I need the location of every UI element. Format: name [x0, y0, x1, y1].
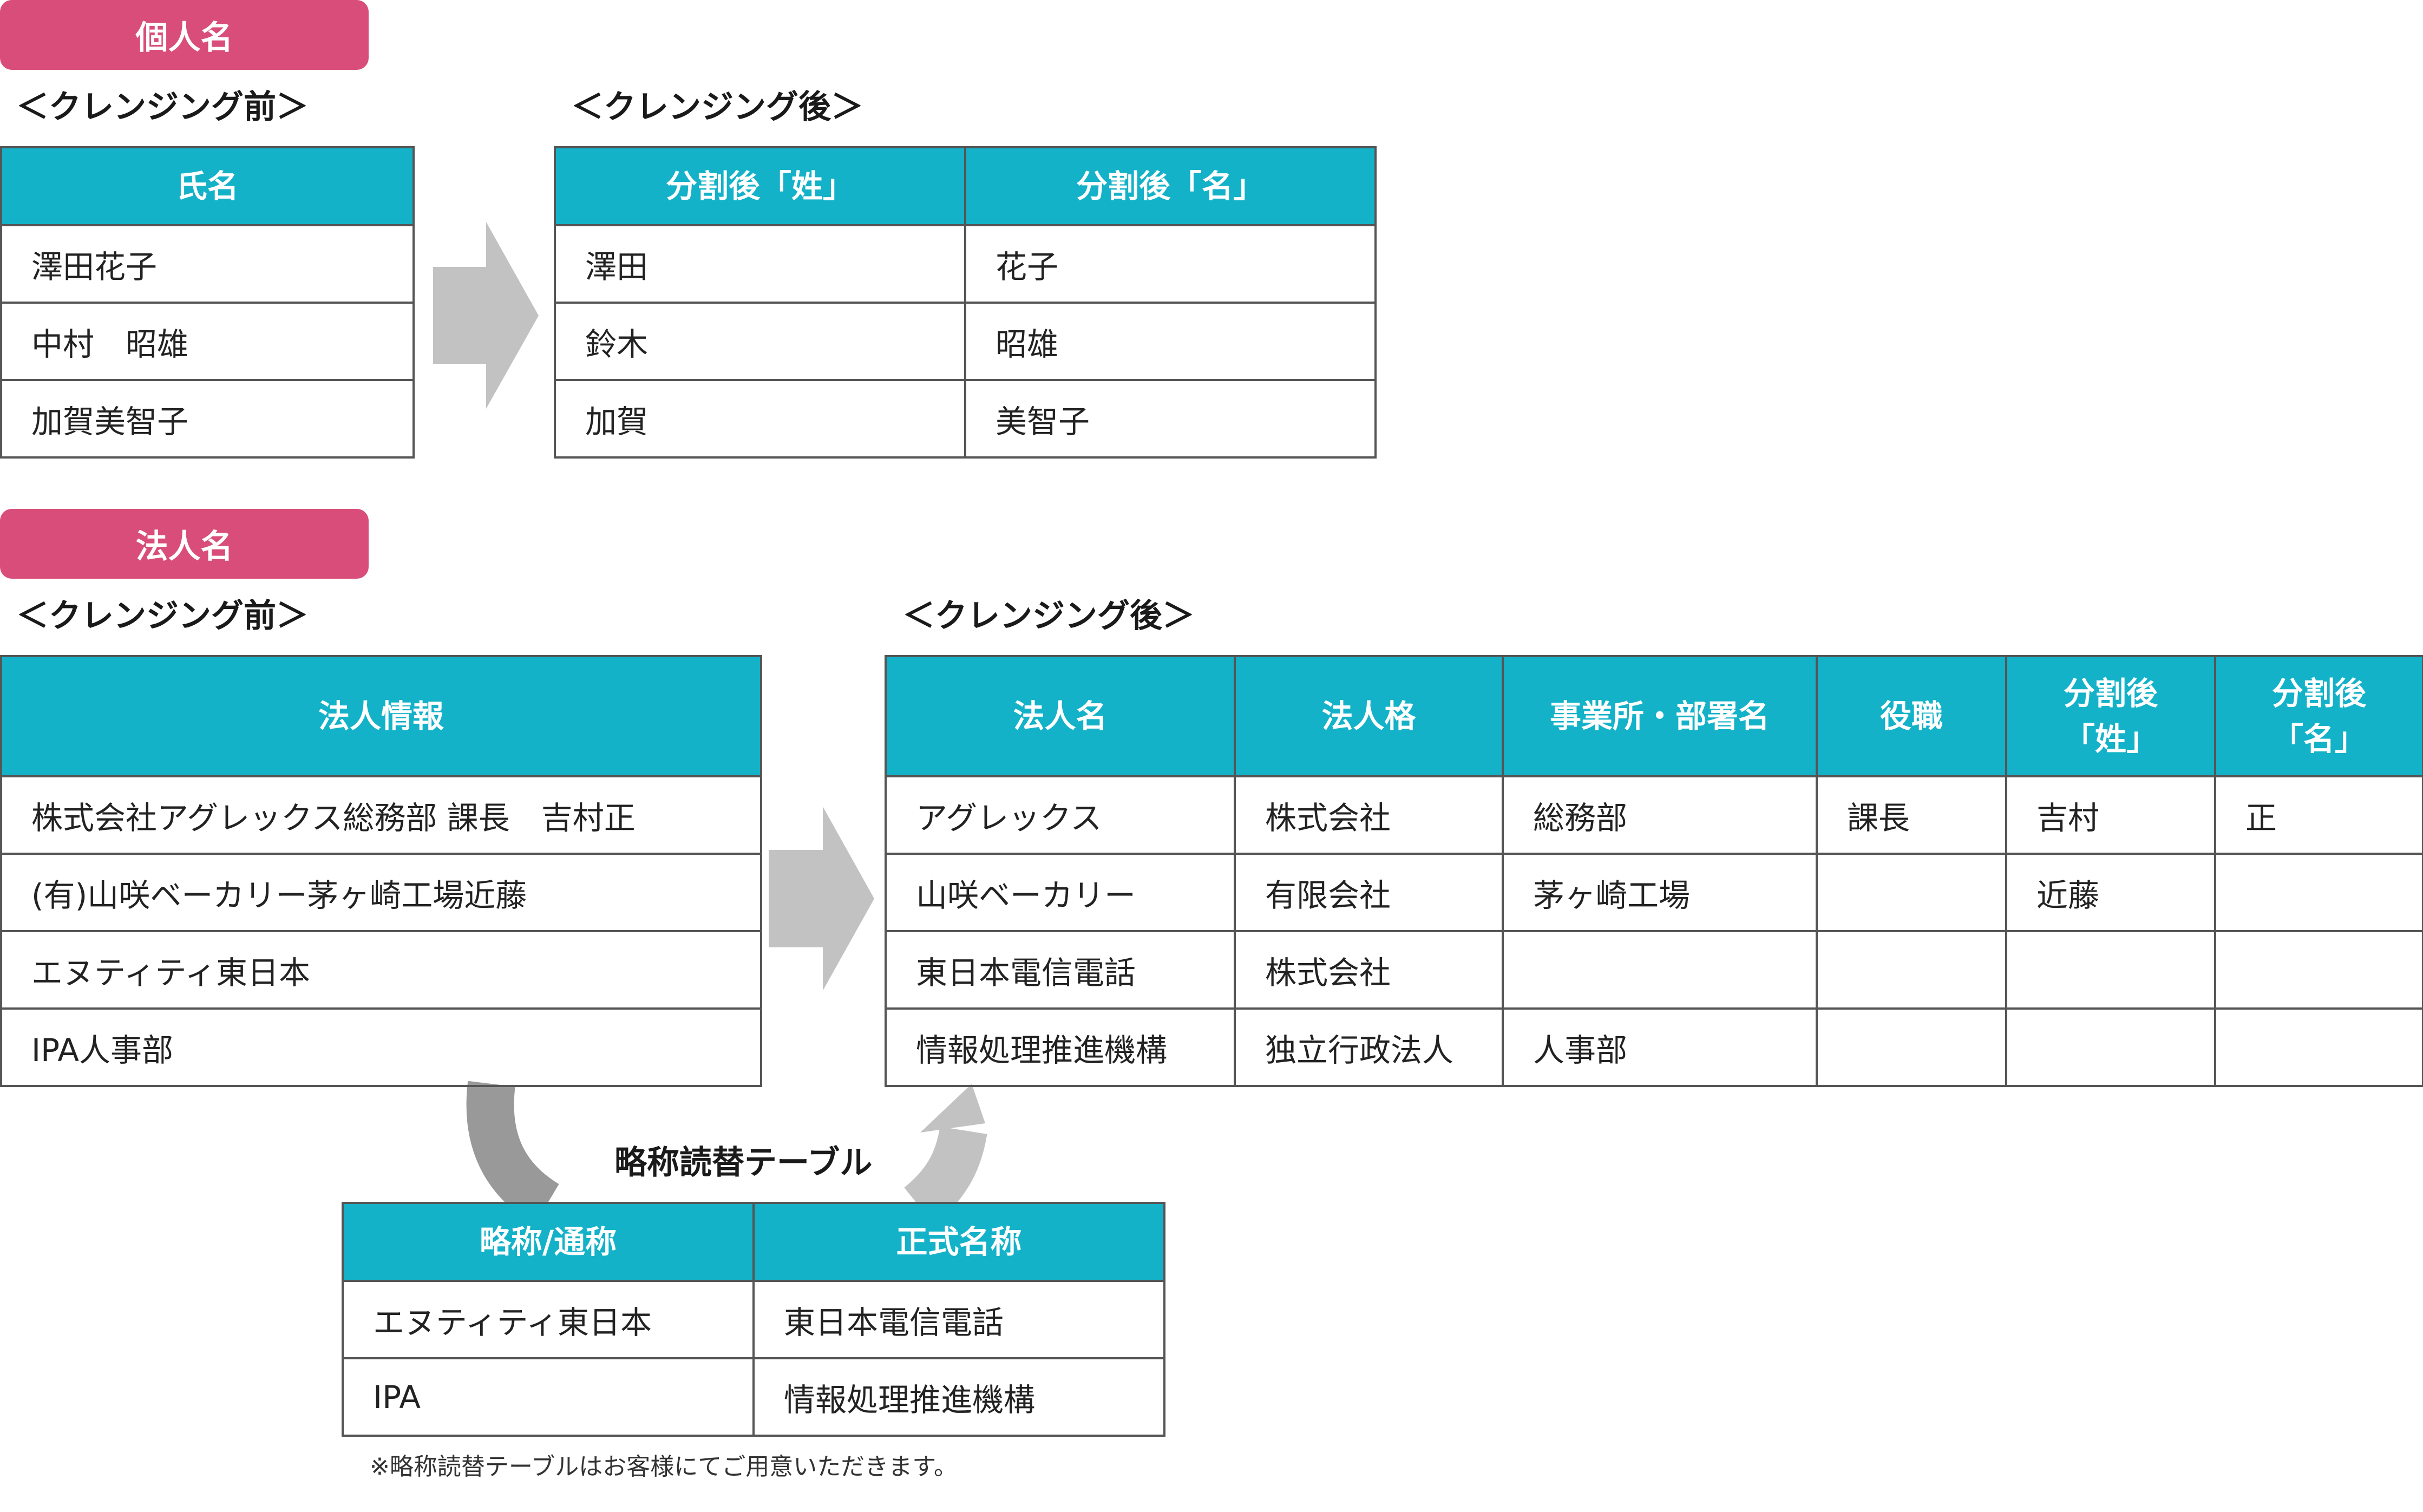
- individual-after-table-header-1: 分割後「名」: [964, 146, 1377, 226]
- table-cell: 情報処理推進機構: [752, 1357, 1165, 1437]
- table-cell: アグレックス: [885, 775, 1236, 855]
- table-cell: [2005, 930, 2216, 1010]
- individual-flow-arrow: [433, 222, 539, 409]
- table-cell: 情報処理推進機構: [885, 1007, 1236, 1087]
- corporate-after-table-header-2: 事業所・部署名: [1502, 655, 1818, 777]
- table-row: 鈴木昭雄: [554, 302, 1377, 381]
- individual-before-table-header-0: 氏名: [0, 146, 415, 226]
- table-cell: 鈴木: [554, 302, 966, 381]
- header-row: 略称/通称正式名称: [342, 1202, 1165, 1282]
- table-cell: 人事部: [1502, 1007, 1818, 1087]
- table-cell: 有限会社: [1234, 853, 1504, 932]
- table-cell: 東日本電信電話: [752, 1280, 1165, 1359]
- corporate-after-table-header-5: 分割後 「名」: [2214, 655, 2423, 777]
- table-cell: 近藤: [2005, 853, 2216, 932]
- individual-after-caption: ＜クレンジング後＞: [571, 88, 863, 126]
- table-cell: [1816, 930, 2007, 1010]
- table-cell: 澤田花子: [0, 224, 415, 304]
- table-row: 澤田花子: [554, 224, 1377, 304]
- header-row: 法人名法人格事業所・部署名役職分割後 「姓」分割後 「名」: [885, 655, 2423, 777]
- table-row: アグレックス株式会社総務部課長吉村正: [885, 775, 2423, 855]
- table-cell: エヌティティ東日本: [0, 930, 762, 1010]
- table-row: 加賀美智子: [0, 379, 415, 459]
- table-cell: 加賀: [554, 379, 966, 459]
- abbrev-table-title: 略称読替テーブル: [614, 1144, 873, 1182]
- corporate-before-table: 法人情報株式会社アグレックス総務部 課長 吉村正(有)山咲ベーカリー茅ヶ崎工場近…: [0, 655, 762, 1087]
- table-cell: [1816, 853, 2007, 932]
- corporate-after-table-header-1: 法人格: [1234, 655, 1504, 777]
- table-cell: 株式会社: [1234, 775, 1504, 855]
- table-cell: [1816, 1007, 2007, 1087]
- table-cell: [1502, 930, 1818, 1010]
- abbrev-table-header-0: 略称/通称: [342, 1202, 755, 1282]
- corporate-flow-arrow: [769, 807, 874, 991]
- abbrev-output-arrow-shaft: [903, 1126, 987, 1225]
- corporate-after-caption: ＜クレンジング後＞: [902, 597, 1195, 635]
- header-row: 氏名: [0, 146, 415, 226]
- corporate-after-table-header-4: 分割後 「姓」: [2005, 655, 2216, 777]
- table-row: エヌティティ東日本東日本電信電話: [342, 1280, 1165, 1359]
- table-cell: 山咲ベーカリー: [885, 853, 1236, 932]
- header-row: 分割後「姓」分割後「名」: [554, 146, 1377, 226]
- corporate-after-table: 法人名法人格事業所・部署名役職分割後 「姓」分割後 「名」アグレックス株式会社総…: [885, 655, 2423, 1087]
- header-row: 法人情報: [0, 655, 762, 777]
- table-cell: 美智子: [964, 379, 1377, 459]
- table-cell: IPA: [342, 1357, 755, 1437]
- table-row: 情報処理推進機構独立行政法人人事部: [885, 1007, 2423, 1087]
- table-cell: IPA人事部: [0, 1007, 762, 1087]
- table-cell: (有)山咲ベーカリー茅ヶ崎工場近藤: [0, 853, 762, 932]
- table-row: 中村 昭雄: [0, 302, 415, 381]
- corporate-before-table-header-0: 法人情報: [0, 655, 762, 777]
- table-cell: 株式会社アグレックス総務部 課長 吉村正: [0, 775, 762, 855]
- table-cell: 株式会社: [1234, 930, 1504, 1010]
- table-row: IPA人事部: [0, 1007, 762, 1087]
- table-cell: [2214, 930, 2423, 1010]
- table-cell: 花子: [964, 224, 1377, 304]
- table-cell: 東日本電信電話: [885, 930, 1236, 1010]
- abbrev-table-header-1: 正式名称: [752, 1202, 1165, 1282]
- table-row: 東日本電信電話株式会社: [885, 930, 2423, 1010]
- corporate-badge: 法人名: [0, 509, 369, 579]
- abbrev-note: ※略称読替テーブルはお客様にてご用意いただきます。: [370, 1453, 958, 1481]
- individual-before-table: 氏名澤田花子中村 昭雄加賀美智子: [0, 146, 415, 459]
- table-cell: [2005, 1007, 2216, 1087]
- table-cell: 加賀美智子: [0, 379, 415, 459]
- table-cell: 中村 昭雄: [0, 302, 415, 381]
- individual-after-table: 分割後「姓」分割後「名」澤田花子鈴木昭雄加賀美智子: [554, 146, 1377, 459]
- table-row: 山咲ベーカリー有限会社茅ヶ崎工場 近藤: [885, 853, 2423, 932]
- corporate-before-caption: ＜クレンジング前＞: [16, 597, 309, 635]
- table-cell: 総務部: [1502, 775, 1818, 855]
- table-cell: [2214, 853, 2423, 932]
- individual-before-caption: ＜クレンジング前＞: [16, 88, 309, 126]
- table-cell: 課長: [1816, 775, 2007, 855]
- abbrev-output-arrow-head: [920, 1084, 985, 1133]
- table-cell: 茅ヶ崎工場: [1502, 853, 1818, 932]
- table-row: 澤田花子: [0, 224, 415, 304]
- table-cell: 正: [2214, 775, 2423, 855]
- individual-badge: 個人名: [0, 0, 369, 70]
- table-cell: [2214, 1007, 2423, 1087]
- table-row: 株式会社アグレックス総務部 課長 吉村正: [0, 775, 762, 855]
- table-cell: 昭雄: [964, 302, 1377, 381]
- abbrev-input-arrow: [466, 1081, 560, 1225]
- table-cell: 吉村: [2005, 775, 2216, 855]
- corporate-after-table-header-3: 役職: [1816, 655, 2007, 777]
- table-cell: 澤田: [554, 224, 966, 304]
- table-cell: 独立行政法人: [1234, 1007, 1504, 1087]
- individual-after-table-header-0: 分割後「姓」: [554, 146, 966, 226]
- table-cell: エヌティティ東日本: [342, 1280, 755, 1359]
- table-row: (有)山咲ベーカリー茅ヶ崎工場近藤: [0, 853, 762, 932]
- table-row: 加賀美智子: [554, 379, 1377, 459]
- corporate-after-table-header-0: 法人名: [885, 655, 1236, 777]
- table-row: エヌティティ東日本: [0, 930, 762, 1010]
